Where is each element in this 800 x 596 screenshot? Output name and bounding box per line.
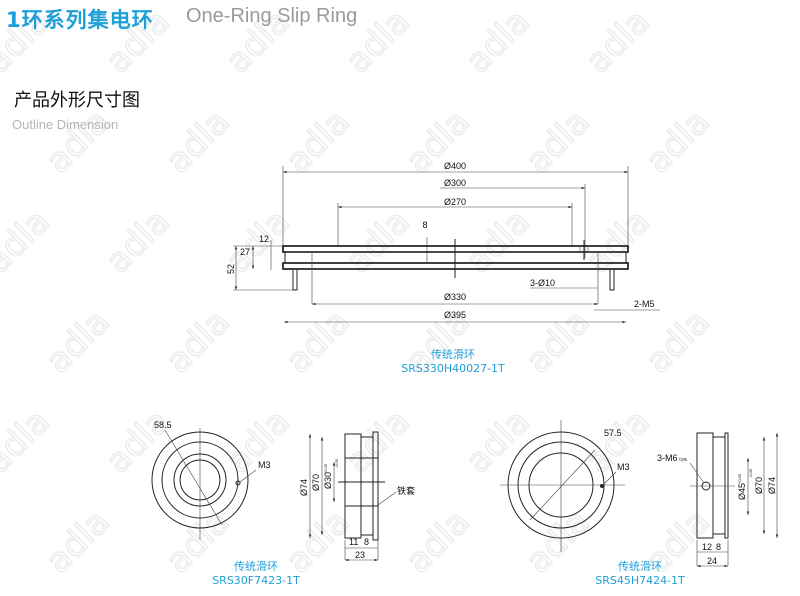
dim-d300: Ø300 — [444, 178, 466, 188]
left-ring-drawing: 58.5 M3 Ø74 Ø70 Ø30 +0.05 -0.05 铁套 11 8 … — [151, 420, 415, 587]
section-title-cn: 产品外形尺寸图 — [14, 90, 140, 111]
dim-w8: 8 — [364, 537, 369, 547]
dim-thread: M3 — [258, 460, 271, 470]
dim-holes: 3-Ø10 — [530, 278, 555, 288]
dim-w23: 23 — [355, 550, 365, 560]
dim-w11: 11 — [349, 537, 358, 547]
dim-d395: Ø395 — [444, 310, 466, 320]
dim-d70: Ø70 — [754, 477, 764, 494]
main-ring-drawing: Ø400 Ø300 Ø270 8 12 27 52 3-Ø10 Ø330 Ø39… — [226, 161, 660, 375]
dim-h52: 52 — [226, 264, 236, 274]
tol-up: +0.05 — [737, 473, 742, 484]
dim-pcd: 58.5 — [154, 420, 172, 430]
dim-thread: M3 — [617, 462, 630, 472]
dim-d400: Ø400 — [444, 161, 466, 171]
dim-d270: Ø270 — [444, 197, 466, 207]
dim-h12: 12 — [259, 234, 269, 244]
caption-cn: 传统滑环 — [234, 560, 278, 573]
series-title-en: One-Ring Slip Ring — [186, 5, 358, 27]
series-title-cn: 1环系列集电环 — [6, 8, 154, 32]
dim-thread: 2-M5 — [634, 299, 655, 309]
caption-cn: 传统滑环 — [618, 560, 662, 573]
dim-w24: 24 — [707, 556, 717, 566]
dim-pcd: 57.5 — [604, 428, 622, 438]
dim-h27: 27 — [240, 247, 250, 257]
dim-holes: 3-M6 — [657, 453, 678, 463]
dim-d74: Ø74 — [299, 479, 309, 496]
dim-d70: Ø70 — [311, 474, 321, 491]
holes-note: 均布 — [679, 456, 687, 462]
dim-w12: 12 — [702, 542, 712, 552]
tol-down: -0.05 — [334, 458, 339, 468]
right-ring-drawing: 57.5 M3 3-M6 均布 Ø45 +0.05 -0.05 Ø70 Ø74 … — [500, 420, 779, 587]
section-title-en: Outline Dimension — [12, 117, 119, 132]
dim-w8: 8 — [716, 542, 721, 552]
caption-model: SRS30F7423-1T — [212, 574, 300, 587]
sleeve-label: 铁套 — [397, 485, 415, 496]
dim-d74: Ø74 — [767, 477, 777, 494]
dim-d45: Ø45 — [737, 483, 747, 500]
caption-model: SRS330H40027-1T — [401, 362, 505, 375]
caption-cn: 传统滑环 — [431, 348, 475, 361]
caption-model: SRS45H7424-1T — [595, 574, 685, 587]
tol-up: +0.05 — [323, 463, 328, 474]
dim-d30: Ø30 — [323, 472, 333, 489]
tol-down: -0.05 — [748, 468, 753, 478]
dim-d330: Ø330 — [444, 292, 466, 302]
dim-gap: 8 — [422, 220, 427, 230]
